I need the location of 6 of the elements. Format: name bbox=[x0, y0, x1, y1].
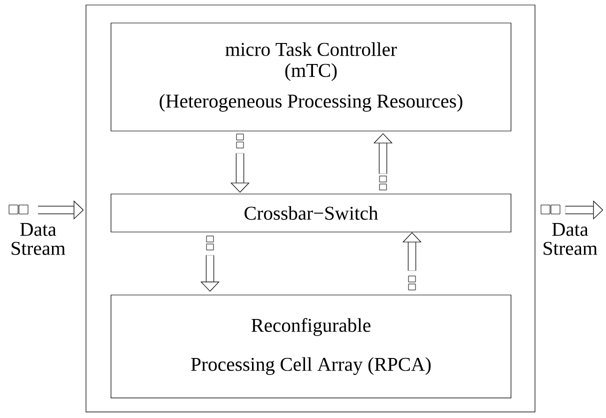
outer-box bbox=[86, 4, 536, 412]
data-stream-label: Data Stream bbox=[544, 223, 598, 255]
data-stream-label: Data Stream bbox=[12, 223, 66, 255]
block-box: Crossbar−Switch bbox=[110, 194, 512, 232]
block-box: micro Task Controller (mTC) (Heterogeneous Processing Resources) bbox=[110, 22, 512, 132]
block-box: Reconfigurable Processing Cell Array (RPCA) bbox=[110, 294, 512, 398]
